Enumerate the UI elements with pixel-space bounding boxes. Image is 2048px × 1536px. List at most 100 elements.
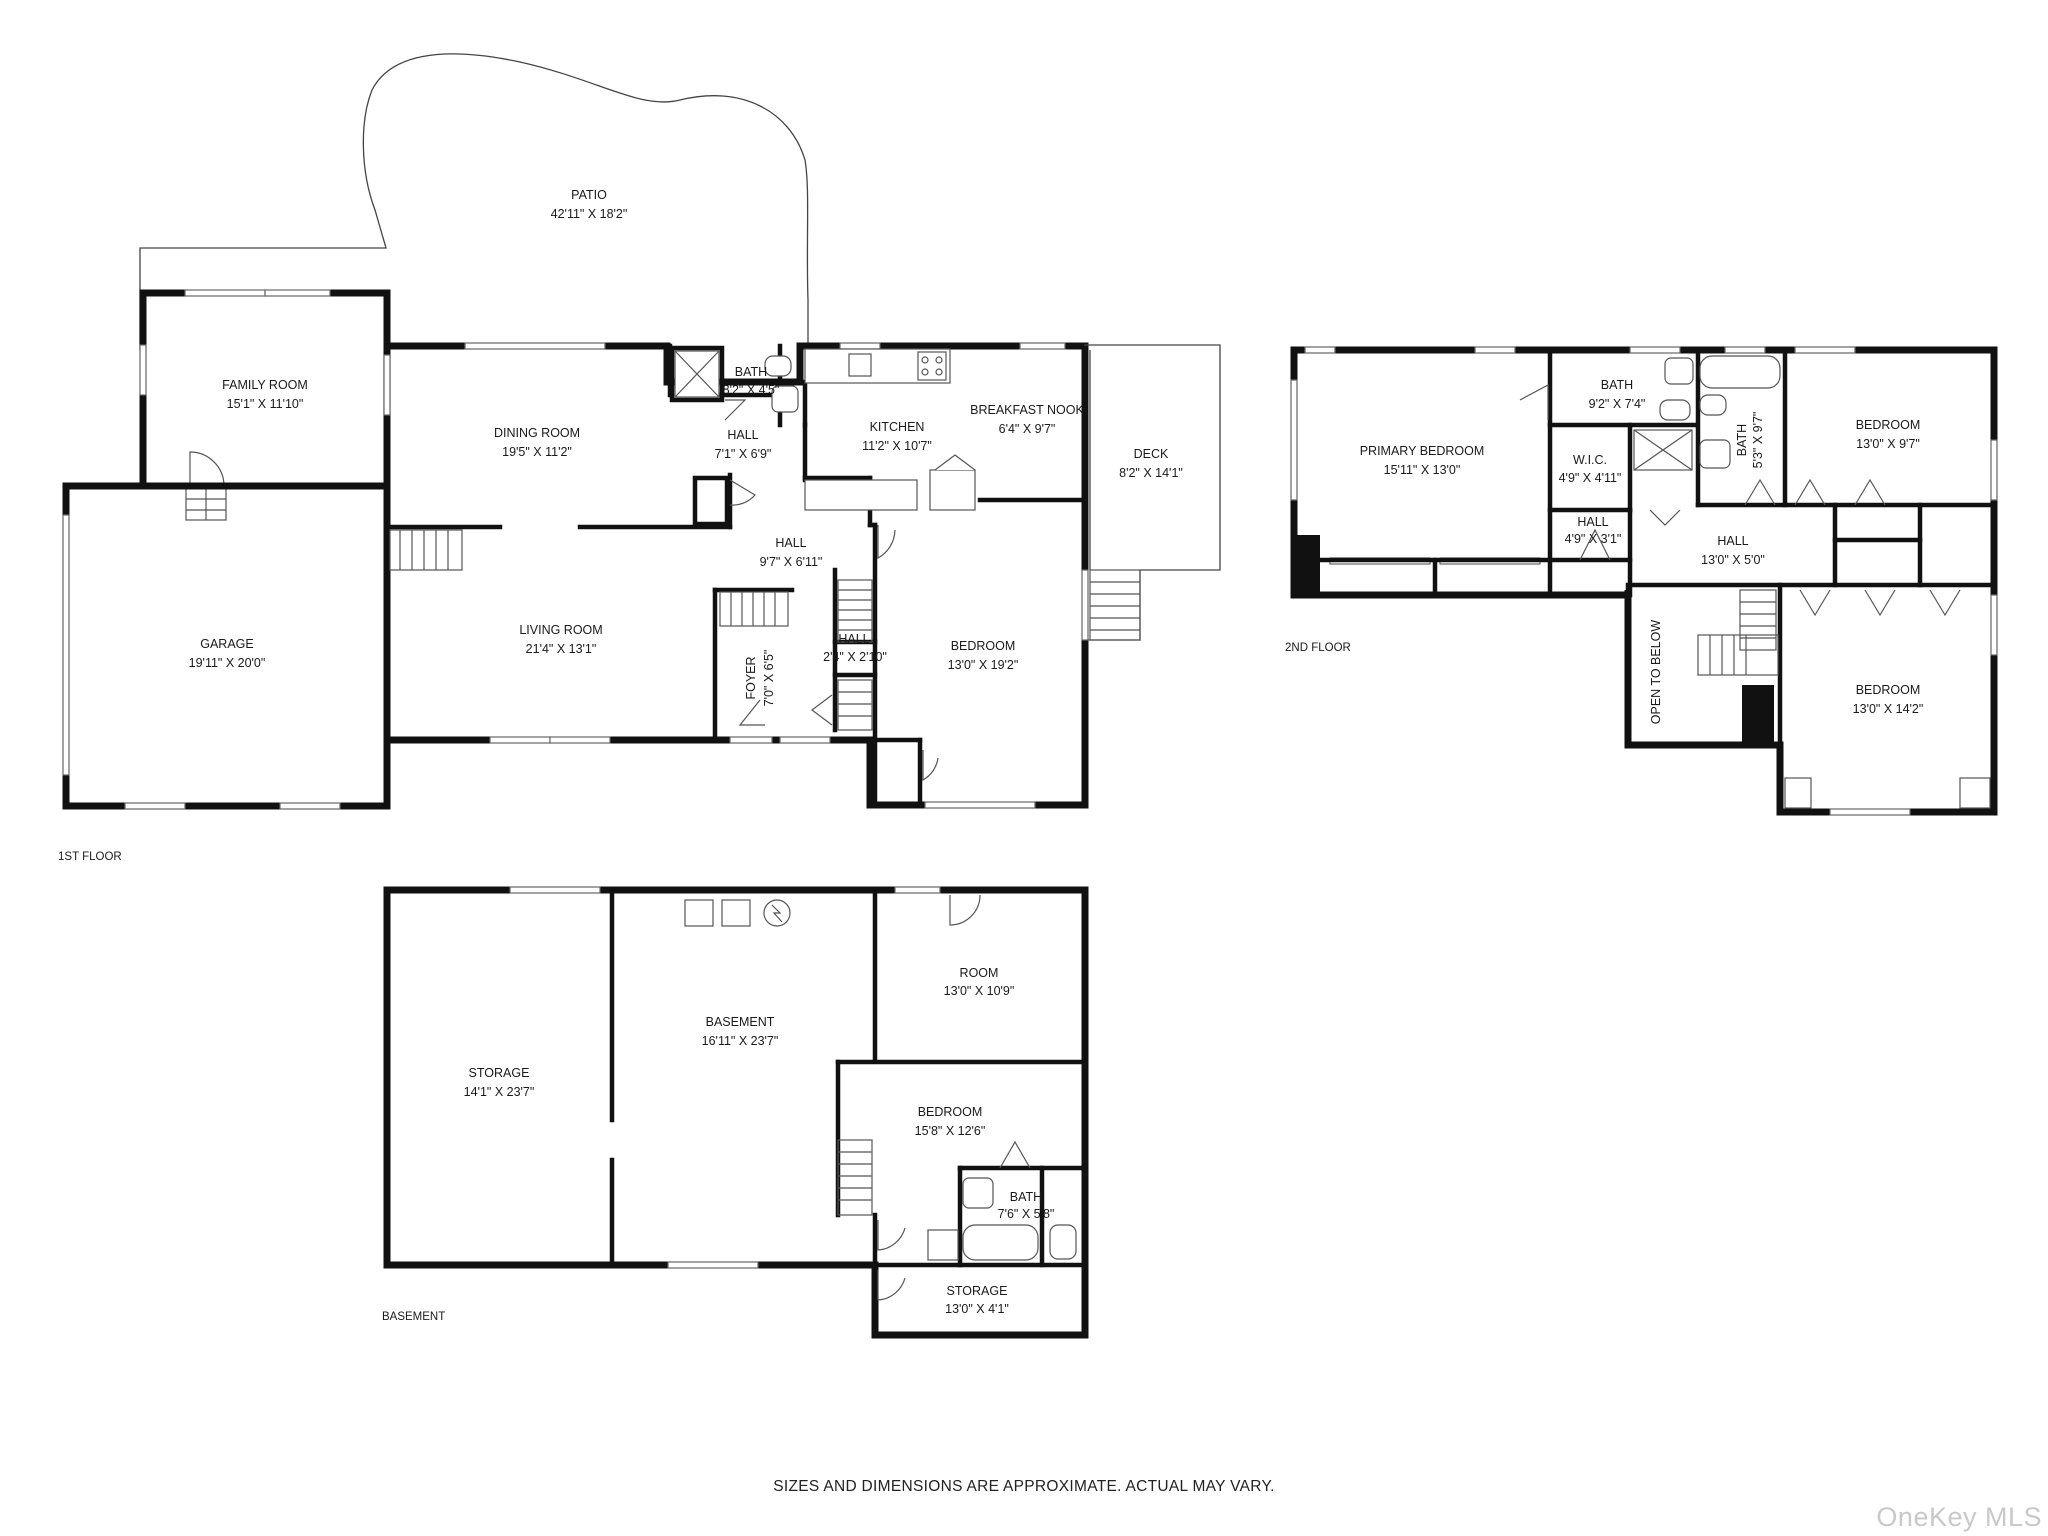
family-room-window bbox=[264, 289, 331, 297]
room-name: BATH bbox=[1010, 1190, 1042, 1204]
patio-outline bbox=[139, 53, 809, 350]
room-dimensions: 7'1" X 6'9" bbox=[715, 447, 772, 461]
closet bbox=[692, 475, 730, 527]
door-swing bbox=[877, 525, 896, 560]
door-swing bbox=[999, 1140, 1031, 1169]
room-dimensions: 8'2" X 4'5" bbox=[723, 383, 780, 397]
door-swing bbox=[1799, 589, 1831, 617]
door-swing bbox=[877, 1220, 906, 1251]
watermark-logo: OneKey MLS bbox=[1876, 1502, 2042, 1532]
floor-labels: 1ST FLOOR 2ND FLOOR BASEMENT bbox=[58, 642, 1351, 1323]
door-swing bbox=[811, 694, 833, 726]
room-dimensions: 14'1" X 23'7" bbox=[464, 1085, 535, 1099]
first-floor-plan bbox=[62, 53, 1221, 810]
window bbox=[1794, 346, 1856, 354]
room-name: HALL bbox=[1577, 515, 1608, 529]
window bbox=[894, 886, 941, 894]
door-swing bbox=[189, 451, 225, 487]
stair-garage bbox=[185, 487, 227, 521]
garage-door-opening bbox=[62, 514, 70, 776]
kitchen-window bbox=[1019, 342, 1066, 350]
deck-door bbox=[1081, 569, 1089, 641]
room-dimensions: 9'2" X 7'4" bbox=[1589, 397, 1646, 411]
room-dimensions: 15'11" X 13'0" bbox=[1384, 463, 1461, 477]
fireplace bbox=[389, 529, 463, 571]
room-name: BATH bbox=[1601, 378, 1633, 392]
family-room-window bbox=[139, 344, 147, 396]
room-dimensions: 15'8" X 12'6" bbox=[915, 1124, 986, 1138]
window bbox=[1629, 346, 1681, 354]
stair-main bbox=[719, 579, 873, 731]
room-dimensions: 9'7" X 6'11" bbox=[760, 555, 823, 569]
shower-fixture bbox=[674, 350, 720, 398]
living-window bbox=[549, 736, 611, 744]
kitchen-counters bbox=[804, 348, 976, 511]
garage-window bbox=[124, 802, 186, 810]
stair-basement bbox=[837, 1139, 873, 1216]
room-dimensions: 13'0" X 10'9" bbox=[944, 984, 1015, 998]
door-swing bbox=[738, 699, 765, 726]
window bbox=[1724, 346, 1766, 354]
floor-label-basement: BASEMENT bbox=[382, 1311, 445, 1323]
bedroom-window bbox=[924, 801, 1036, 809]
room-name: HALL bbox=[775, 536, 806, 550]
mechanical-fixtures bbox=[684, 899, 791, 927]
floor-label-second: 2ND FLOOR bbox=[1285, 642, 1351, 654]
room-dimensions: 7'0" X 6'5" bbox=[762, 650, 776, 707]
door-swing bbox=[724, 399, 747, 421]
closet-dark bbox=[1742, 685, 1774, 745]
sink-fixture bbox=[771, 385, 799, 413]
room-name: STORAGE bbox=[469, 1066, 530, 1080]
room-name: BASEMENT bbox=[706, 1015, 775, 1029]
room-labels: PATIO 42'11" X 18'2" FAMILY ROOM 15'1" X… bbox=[189, 188, 1924, 1316]
room-dimensions: 42'11" X 18'2" bbox=[551, 207, 628, 221]
garage-window bbox=[279, 802, 341, 810]
room-name: KITCHEN bbox=[870, 420, 925, 434]
door-swing bbox=[1744, 478, 1776, 506]
room-name: FAMILY ROOM bbox=[222, 378, 308, 392]
wardrobe bbox=[1784, 777, 1812, 809]
room-name: DINING ROOM bbox=[494, 426, 580, 440]
room-dimensions: 4'9" X 4'11" bbox=[1559, 471, 1622, 485]
room-dimensions: 6'4" X 9'7" bbox=[999, 422, 1056, 436]
room-dimensions: 19'11" X 20'0" bbox=[189, 656, 266, 670]
second-floor-plan bbox=[1290, 346, 1998, 816]
room-dimensions: 13'0" X 4'1" bbox=[945, 1302, 1009, 1316]
room-name: BEDROOM bbox=[918, 1105, 983, 1119]
room-name: ROOM bbox=[960, 966, 999, 980]
room-dimensions: 13'0" X 19'2" bbox=[948, 658, 1019, 672]
door-swing bbox=[1519, 383, 1549, 420]
door-swing bbox=[1794, 478, 1826, 506]
room-name: LIVING ROOM bbox=[519, 623, 602, 637]
room-name: HALL bbox=[1717, 534, 1748, 548]
room-name: W.I.C. bbox=[1573, 453, 1607, 467]
room-name: BREAKFAST NOOK bbox=[970, 403, 1084, 417]
basement-plan bbox=[383, 886, 1089, 1339]
door-swing bbox=[1864, 589, 1896, 617]
room-name: BEDROOM bbox=[1856, 418, 1921, 432]
floor-label-first: 1ST FLOOR bbox=[58, 851, 122, 863]
toilet-fixture bbox=[764, 355, 792, 377]
room-name: BATH bbox=[1735, 424, 1749, 456]
room-dimensions: 13'0" X 5'0" bbox=[1701, 553, 1765, 567]
wardrobe bbox=[1959, 777, 1991, 809]
disclaimer-text: SIZES AND DIMENSIONS ARE APPROXIMATE. AC… bbox=[773, 1478, 1275, 1495]
living-window bbox=[489, 736, 551, 744]
family-link-window bbox=[383, 354, 391, 416]
door-swing bbox=[729, 479, 756, 506]
room-dimensions: 13'0" X 14'2" bbox=[1853, 702, 1924, 716]
door-swing bbox=[1929, 589, 1961, 617]
window bbox=[1990, 439, 1998, 501]
stair-upper bbox=[1697, 589, 1779, 676]
family-room-window bbox=[184, 289, 266, 297]
door-swing bbox=[1854, 478, 1886, 506]
room-dimensions: 15'1" X 11'10" bbox=[227, 397, 304, 411]
room-dimensions: 8'2" X 14'1" bbox=[1119, 466, 1183, 480]
window bbox=[1829, 808, 1911, 816]
window bbox=[1474, 346, 1516, 354]
deck-outline bbox=[1084, 344, 1221, 641]
deck-stair bbox=[1089, 569, 1141, 641]
bath-1-walls bbox=[669, 345, 725, 403]
bath-fixtures bbox=[1633, 355, 1781, 471]
room-dimensions: 16'11" X 23'7" bbox=[702, 1034, 779, 1048]
